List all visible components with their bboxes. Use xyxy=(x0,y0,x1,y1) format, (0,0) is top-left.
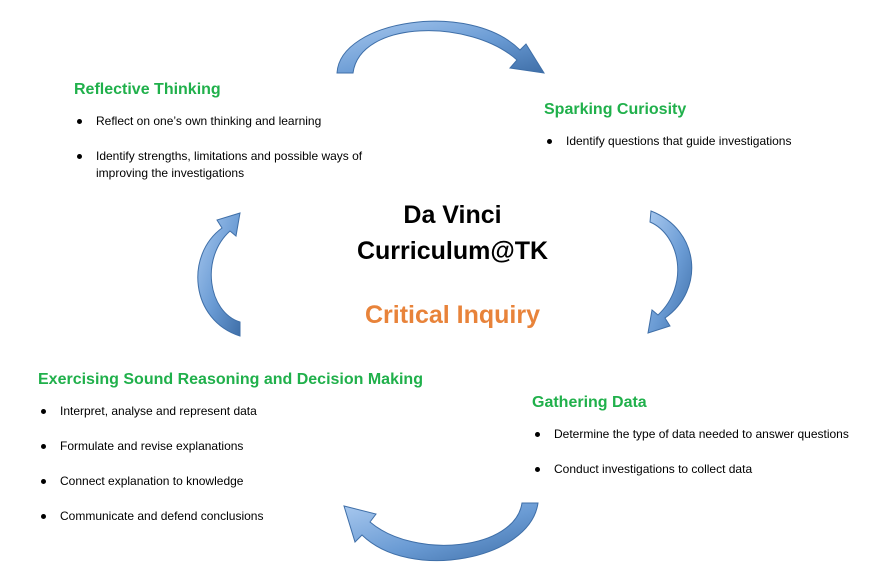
bullet-list-gathering: Determine the type of data needed to ans… xyxy=(532,426,872,478)
bullet-item: Determine the type of data needed to ans… xyxy=(532,426,872,443)
bullet-item: Identify strengths, limitations and poss… xyxy=(74,148,404,182)
center-title: Da Vinci Curriculum@TK xyxy=(320,197,585,269)
bullet-item: Identify questions that guide investigat… xyxy=(544,133,844,150)
section-sparking-curiosity: Sparking Curiosity Identify questions th… xyxy=(544,100,844,150)
bullet-list-reflective: Reflect on one’s own thinking and learni… xyxy=(74,113,404,182)
bullet-list-sparking: Identify questions that guide investigat… xyxy=(544,133,844,150)
bullet-item: Reflect on one’s own thinking and learni… xyxy=(74,113,404,130)
section-title-sparking: Sparking Curiosity xyxy=(544,101,687,118)
arrow-top xyxy=(336,20,545,74)
section-gathering-data: Gathering Data Determine the type of dat… xyxy=(532,393,872,496)
bullet-item: Communicate and defend conclusions xyxy=(38,508,458,525)
bullet-list-reasoning: Interpret, analyse and represent data Fo… xyxy=(38,403,458,525)
bullet-item: Conduct investigations to collect data xyxy=(532,461,872,478)
arrow-right xyxy=(647,210,693,334)
section-reflective-thinking: Reflective Thinking Reflect on one’s own… xyxy=(74,80,404,200)
arrow-bottom xyxy=(343,502,539,562)
center-title-line2: Curriculum@TK xyxy=(356,237,549,265)
arrow-left xyxy=(197,212,241,337)
section-title-reflective: Reflective Thinking xyxy=(74,81,221,98)
section-title-gathering: Gathering Data xyxy=(532,394,647,411)
bullet-item: Formulate and revise explanations xyxy=(38,438,458,455)
center-title-line1: Da Vinci xyxy=(403,201,502,229)
bullet-item: Interpret, analyse and represent data xyxy=(38,403,458,420)
bullet-item: Connect explanation to knowledge xyxy=(38,473,458,490)
center-subtitle: Critical Inquiry xyxy=(364,301,541,329)
section-sound-reasoning: Exercising Sound Reasoning and Decision … xyxy=(38,370,458,543)
section-title-reasoning: Exercising Sound Reasoning and Decision … xyxy=(38,371,423,388)
